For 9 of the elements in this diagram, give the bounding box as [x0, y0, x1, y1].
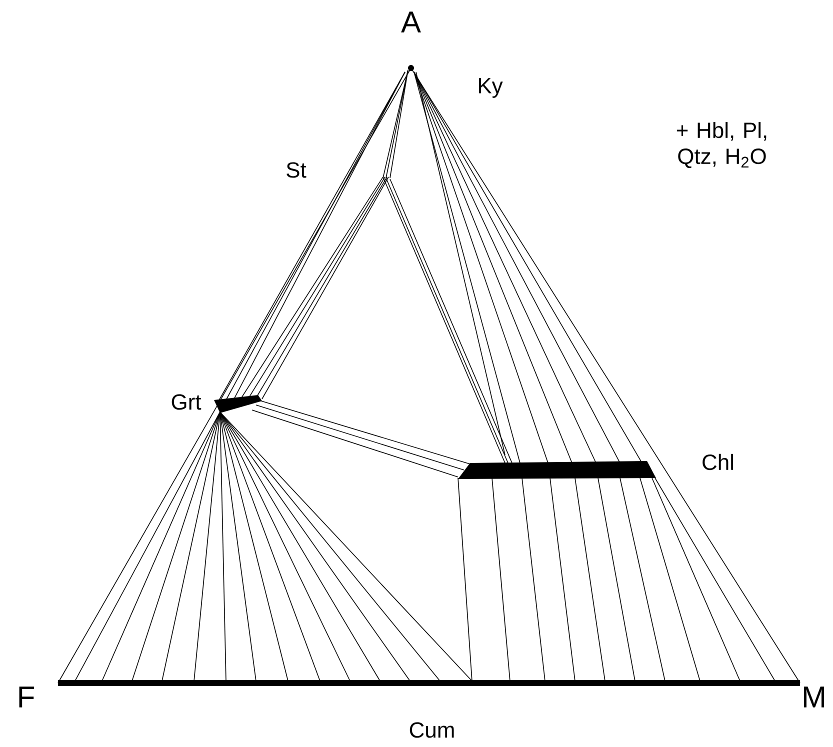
axis-label: A	[401, 12, 421, 32]
axis-label: Chl	[702, 454, 734, 470]
axis-label: St	[286, 162, 306, 178]
axis-label: + Hbl, Pl, Qtz, H$_{2}$O	[676, 122, 766, 168]
axis-label: Cum	[410, 722, 454, 738]
axis-label: Grt	[172, 394, 202, 410]
axis-label: Ky	[478, 78, 503, 98]
axis-label: F	[19, 686, 34, 708]
axis-label: M	[804, 686, 824, 708]
